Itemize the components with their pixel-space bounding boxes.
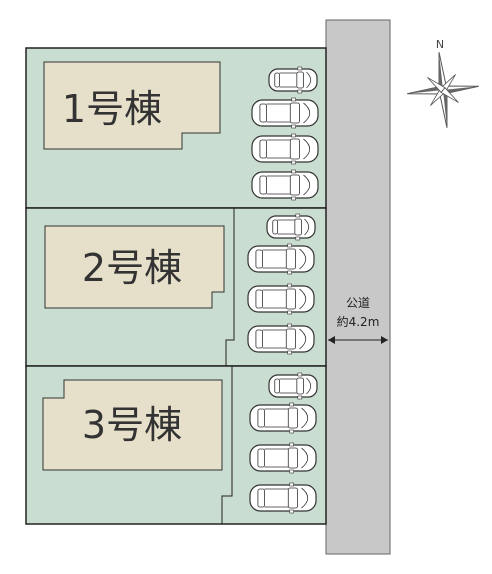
parking-car	[249, 402, 317, 434]
parking-car	[249, 442, 317, 474]
road-label-line1: 公道	[346, 296, 370, 310]
road-width-dimension: 公道 約4.2m	[328, 296, 388, 344]
parking-car	[249, 482, 317, 514]
building-2-footprint	[44, 225, 225, 309]
road-width-arrow-left	[328, 336, 335, 344]
parking-car	[247, 243, 315, 275]
parking-car	[268, 66, 318, 94]
parking-car	[266, 213, 316, 241]
parking-car	[251, 133, 319, 165]
public-road	[325, 19, 391, 555]
parking-car	[247, 283, 315, 315]
parking-car	[251, 97, 319, 129]
lot-3-inner-boundary	[221, 366, 233, 524]
building-3-footprint	[42, 379, 223, 471]
parking-car	[247, 323, 315, 355]
building-3-label: 3号棟	[82, 403, 182, 447]
building-1-footprint	[43, 61, 221, 150]
road-width-arrow-right	[381, 336, 388, 344]
lot-2-inner-boundary	[225, 208, 235, 366]
parking-cars	[247, 66, 319, 514]
building-2-label: 2号棟	[82, 246, 182, 290]
compass-rose: N	[407, 38, 479, 128]
compass-north-label: N	[436, 38, 444, 51]
parking-car	[251, 169, 319, 201]
road-label-line2: 約4.2m	[337, 314, 380, 329]
parking-car	[268, 372, 318, 400]
building-1-label: 1号棟	[62, 87, 162, 131]
